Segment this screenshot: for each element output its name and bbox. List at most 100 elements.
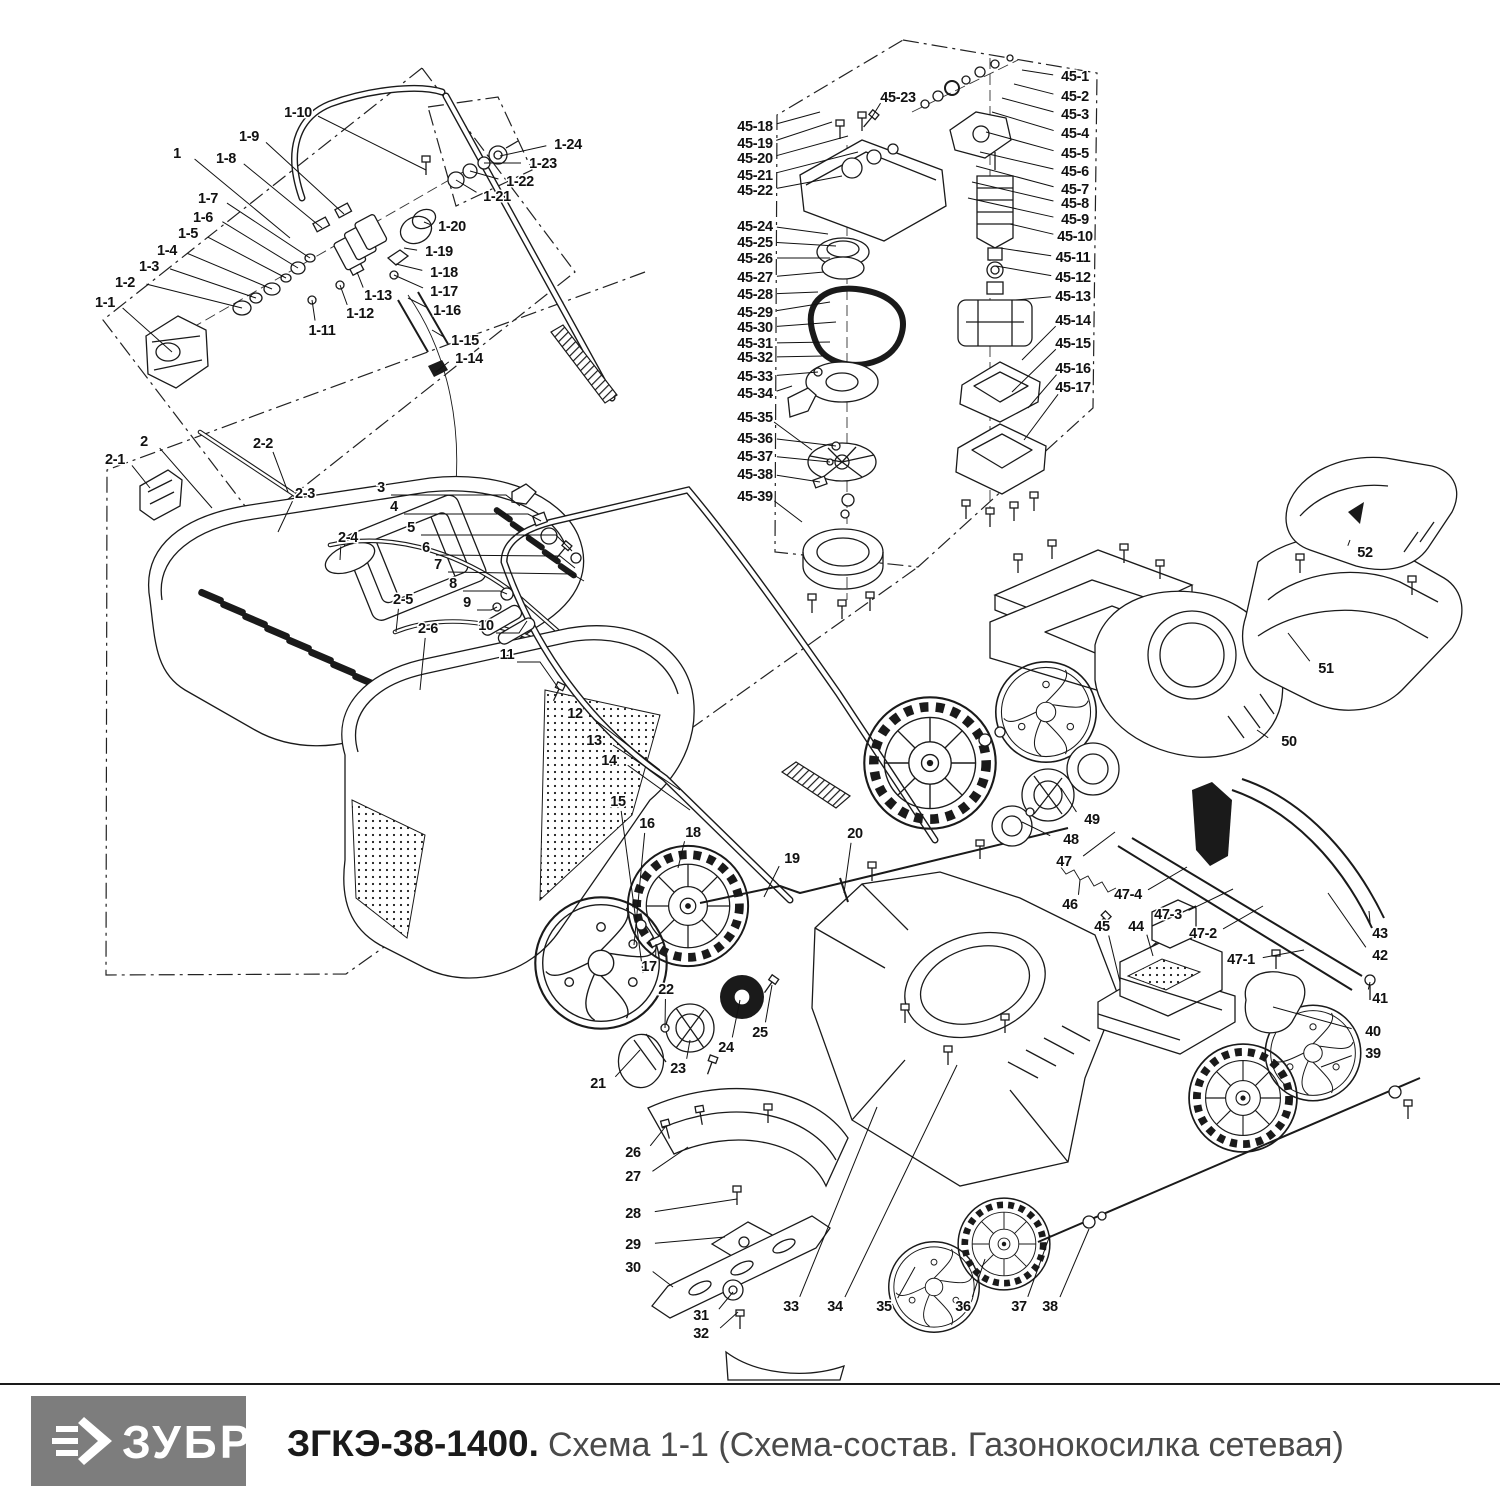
grip-hatch xyxy=(780,761,852,809)
part-label-1-9: 1-9 xyxy=(239,129,259,145)
leader-line xyxy=(1021,325,1057,361)
part-label-32: 32 xyxy=(693,1326,709,1342)
part-label-45-7: 45-7 xyxy=(1061,182,1089,198)
leader-line xyxy=(776,371,819,376)
leader-line xyxy=(455,179,477,193)
blade-guard xyxy=(647,1087,849,1188)
leader-line xyxy=(999,247,1052,257)
leader-line xyxy=(407,297,427,308)
knob xyxy=(540,527,558,545)
lower-handlebar xyxy=(480,483,939,904)
part-label-45-29: 45-29 xyxy=(737,305,773,321)
part-label-1-10: 1-10 xyxy=(284,105,312,121)
leader-line xyxy=(1011,348,1057,393)
part-label-48: 48 xyxy=(1063,832,1079,848)
part-label-45-15: 45-15 xyxy=(1055,336,1091,352)
part-label-47-1: 47-1 xyxy=(1227,952,1255,968)
part-label-2-6: 2-6 xyxy=(418,621,438,637)
motor-assembly-exploded xyxy=(787,54,1047,620)
leader-line xyxy=(1059,1228,1090,1298)
part-label-44: 44 xyxy=(1128,919,1144,935)
leader-line xyxy=(146,283,243,309)
leader-line xyxy=(614,1049,641,1078)
part-label-45-12: 45-12 xyxy=(1055,270,1091,286)
leader-line xyxy=(1082,831,1116,857)
leader-line xyxy=(159,447,213,509)
part-label-11: 11 xyxy=(500,647,515,663)
part-label-45-32: 45-32 xyxy=(737,350,773,366)
motor-head xyxy=(399,215,433,245)
leader-line xyxy=(1077,879,1081,895)
part-label-31: 31 xyxy=(693,1308,709,1324)
part-label-10: 10 xyxy=(478,618,494,634)
leader-line xyxy=(776,355,825,358)
part-label-45-19: 45-19 xyxy=(737,136,773,152)
leader-line xyxy=(1262,949,1305,959)
part-label-50: 50 xyxy=(1281,734,1297,750)
part-label-1-14: 1-14 xyxy=(455,351,483,367)
footer: ЗУБР ЗГКЭ-38-1400. Схема 1-1 (Схема-сост… xyxy=(0,1383,1500,1486)
part-label-26: 26 xyxy=(625,1145,641,1161)
leader-line xyxy=(243,163,323,229)
part-label-23: 23 xyxy=(670,1061,686,1077)
part-label-35: 35 xyxy=(876,1299,892,1315)
leader-line xyxy=(776,321,837,327)
leader-line xyxy=(776,291,819,295)
leader-line xyxy=(1027,374,1057,409)
part-label-45-21: 45-21 xyxy=(737,168,773,184)
mesh-panel xyxy=(351,799,426,939)
part-label-41: 41 xyxy=(1372,991,1388,1007)
leader-line xyxy=(423,221,431,226)
part-label-47-3: 47-3 xyxy=(1154,907,1182,923)
leader-line xyxy=(1021,821,1051,837)
part-label-5: 5 xyxy=(407,520,415,536)
leader-line xyxy=(763,865,780,898)
part-label-45-24: 45-24 xyxy=(737,219,773,235)
part-label-45-3: 45-3 xyxy=(1061,107,1089,123)
leader-line xyxy=(1222,905,1264,930)
leader-line xyxy=(391,494,521,507)
part-label-45-34: 45-34 xyxy=(737,386,773,402)
leader-line xyxy=(226,202,311,259)
part-label-45-31: 45-31 xyxy=(737,336,773,352)
cable-end-cap xyxy=(428,360,448,377)
top-cover xyxy=(1285,456,1458,571)
leader-line xyxy=(395,608,399,633)
logo-text: ЗУБР xyxy=(122,1416,253,1468)
part-label-45-37: 45-37 xyxy=(737,449,773,465)
part-label-25: 25 xyxy=(752,1025,768,1041)
part-label-3: 3 xyxy=(377,480,385,496)
leader-line xyxy=(627,764,691,811)
leader-line xyxy=(776,301,831,312)
part-label-45-20: 45-20 xyxy=(737,151,773,167)
part-label-1-11: 1-11 xyxy=(308,323,335,339)
part-label-45-33: 45-33 xyxy=(737,369,773,385)
part-label-1-8: 1-8 xyxy=(216,151,236,167)
part-label-51: 51 xyxy=(1318,661,1334,677)
part-label-21: 21 xyxy=(590,1076,606,1092)
leader-line xyxy=(776,226,829,235)
leader-line xyxy=(1021,69,1054,76)
part-label-45-1: 45-1 xyxy=(1061,69,1089,85)
leader-line xyxy=(1001,97,1054,113)
part-label-29: 29 xyxy=(625,1237,641,1253)
leader-line xyxy=(633,832,646,946)
leader-line xyxy=(612,744,681,791)
leader-line xyxy=(773,500,803,523)
blade xyxy=(651,1215,831,1319)
part-label-45-30: 45-30 xyxy=(737,320,773,336)
part-label-45-2: 45-2 xyxy=(1061,89,1089,105)
part-label-24: 24 xyxy=(718,1040,734,1056)
leader-line xyxy=(649,1125,667,1147)
part-label-1-3: 1-3 xyxy=(139,259,159,275)
part-label-2-3: 2-3 xyxy=(295,486,315,502)
part-label-45-18: 45-18 xyxy=(737,119,773,135)
part-label-1-21: 1-21 xyxy=(483,189,511,205)
leader-line xyxy=(421,534,573,552)
part-label-46: 46 xyxy=(1062,897,1078,913)
leader-line xyxy=(991,111,1054,132)
part-label-43: 43 xyxy=(1372,926,1388,942)
leader-line xyxy=(169,268,257,299)
part-label-1-4: 1-4 xyxy=(157,243,177,259)
part-label-20: 20 xyxy=(847,826,863,842)
